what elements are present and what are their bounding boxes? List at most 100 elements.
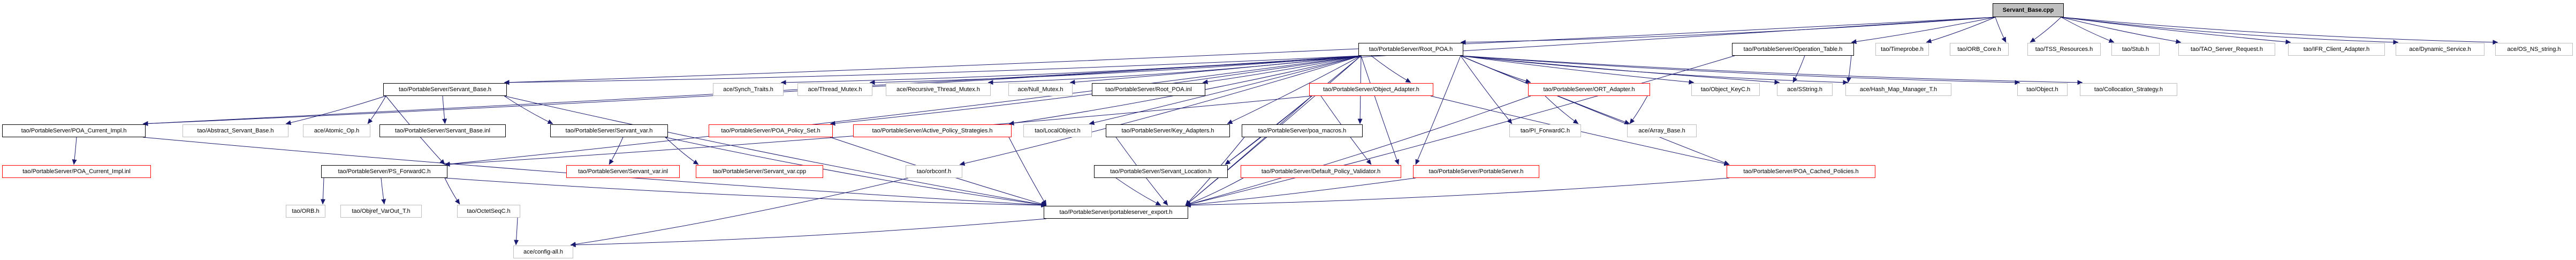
include-edge [504, 95, 1047, 207]
graph-node-servant-location-h[interactable]: tao/PortableServer/Servant_Location.h [1094, 165, 1228, 178]
include-edge [142, 17, 1996, 127]
graph-node-thread-mutex-h[interactable]: ace/Thread_Mutex.h [797, 83, 872, 96]
include-edge [2061, 17, 2115, 43]
include-edge [1846, 55, 1852, 83]
graph-node-ort-adapter-h[interactable]: tao/PortableServer/ORT_Adapter.h [1528, 83, 1650, 96]
graph-node-tss-resources-h[interactable]: tao/TSS_Resources.h [2027, 43, 2101, 56]
include-edge [2061, 17, 2291, 44]
graph-node-poa-cached-policies-h[interactable]: tao/PortableServer/POA_Cached_Policies.h [1727, 165, 1875, 178]
include-edge [444, 177, 460, 205]
graph-node-orb-core-h[interactable]: tao/ORB_Core.h [1950, 43, 2009, 56]
graph-node-orb-h[interactable]: tao/ORB.h [286, 205, 325, 218]
include-edge [1202, 55, 1362, 85]
graph-node-servant-base-h[interactable]: tao/PortableServer/Servant_Base.h [383, 83, 507, 96]
include-edge [1361, 55, 1400, 165]
include-edge [514, 217, 519, 246]
include-edge [1460, 55, 1513, 124]
graph-node-tao-server-request-h[interactable]: tao/TAO_Server_Request.h [2178, 43, 2275, 56]
include-edge [1185, 95, 1531, 206]
include-edge [504, 17, 1996, 85]
graph-node-servant-var-h[interactable]: tao/PortableServer/Servant_var.h [550, 124, 668, 137]
include-edge [1371, 55, 1411, 83]
graph-node-null-mutex-h[interactable]: ace/Null_Mutex.h [1008, 83, 1073, 96]
include-edge [444, 55, 1362, 167]
graph-node-ifr-client-adapter-h[interactable]: tao/IFR_Client_Adapter.h [2288, 43, 2385, 56]
graph-node-hash-map-manager-h[interactable]: ace/Hash_Map_Manager_T.h [1845, 83, 1951, 96]
graph-node-os-ns-string-h[interactable]: ace/OS_NS_string.h [2495, 43, 2573, 56]
graph-node-root-poa-inl[interactable]: tao/PortableServer/Root_POA.inl [1092, 83, 1205, 96]
graph-node-dynamic-service-h[interactable]: ace/Dynamic_Service.h [2396, 43, 2484, 56]
include-edge [1185, 95, 1312, 206]
include-edge [1069, 55, 1362, 85]
include-edge [570, 177, 909, 247]
graph-node-array-base-h[interactable]: ace/Array_Base.h [1627, 124, 1697, 137]
include-edge [1792, 55, 1805, 83]
include-edge [1089, 55, 1362, 125]
include-edge [1185, 177, 1416, 207]
graph-node-poa-macros-h[interactable]: tao/PortableServer/poa_macros.h [1242, 124, 1363, 137]
graph-node-config-all-h[interactable]: ace/config-all.h [513, 246, 573, 258]
include-edge [1460, 55, 2020, 85]
graph-node-atomic-op-h[interactable]: ace/Atomic_Op.h [303, 124, 370, 137]
graph-node-abstract-servant-base-h[interactable]: tao/Abstract_Servant_Base.h [183, 124, 288, 137]
include-edge [1545, 95, 1579, 124]
include-edge [285, 95, 386, 125]
include-edge [665, 137, 699, 165]
include-edge [2030, 17, 2062, 43]
graph-node-servant-base-inl[interactable]: tao/PortableServer/Servant_Base.inl [379, 124, 506, 137]
graph-node-collocation-strategy-h[interactable]: tao/Collocation_Strategy.h [2080, 83, 2177, 96]
include-edge [1995, 17, 2007, 43]
graph-node-synch-traits-h[interactable]: ace/Synch_Traits.h [713, 83, 784, 96]
include-edge [442, 95, 447, 124]
include-edge [609, 137, 624, 165]
include-edge [2061, 17, 2498, 45]
graph-node-active-policy-strategies-h[interactable]: tao/PortableServer/Active_Policy_Strateg… [853, 124, 1012, 137]
include-edge [72, 137, 77, 165]
include-edge [1185, 55, 1735, 207]
include-edge [1460, 55, 1730, 165]
graph-node-object-keyc-h[interactable]: tao/Object_KeyC.h [1691, 83, 1760, 96]
include-edge [1185, 177, 1730, 208]
graph-node-poa-current-impl-h[interactable]: tao/PortableServer/POA_Current_Impl.h [2, 124, 146, 137]
graph-node-servant-var-cpp[interactable]: tao/PortableServer/Servant_var.cpp [696, 165, 823, 178]
include-edge [381, 177, 386, 205]
graph-node-localobject-h[interactable]: tao/LocalObject.h [1023, 124, 1092, 137]
graph-node-poa-current-impl-inl[interactable]: tao/PortableServer/POA_Current_Impl.inl [2, 165, 151, 178]
include-edge [2061, 17, 2399, 45]
include-edge [869, 55, 1362, 85]
graph-node-octetseqc-h[interactable]: tao/OctetSeqC.h [457, 205, 520, 218]
graph-node-portableserver-h[interactable]: tao/PortableServer/PortableServer.h [1413, 165, 1539, 178]
include-edge [1008, 137, 1047, 206]
include-edge [1115, 177, 1161, 206]
include-edge [367, 95, 386, 124]
graph-node-object-h[interactable]: tao/Object.h [2017, 83, 2068, 96]
graph-node-poa-policy-set-h[interactable]: tao/PortableServer/POA_Policy_Set.h [709, 124, 833, 137]
graph-node-recursive-thread-mutex-h[interactable]: ace/Recursive_Thread_Mutex.h [886, 83, 991, 96]
graph-node-root-poa-h[interactable]: tao/PortableServer/Root_POA.h [1358, 43, 1463, 56]
graph-node-operation-table-h[interactable]: tao/PortableServer/Operation_Table.h [1732, 43, 1854, 56]
graph-node-servant-base-cpp[interactable]: Servant_Base.cpp [1993, 3, 2064, 17]
graph-node-default-policy-validator-h[interactable]: tao/PortableServer/Default_Policy_Valida… [1241, 165, 1401, 178]
graph-node-sstring-h[interactable]: ace/SString.h [1777, 83, 1833, 96]
include-edge [1460, 55, 2083, 85]
include-edge [1460, 17, 1996, 45]
include-edge [444, 177, 1047, 208]
graph-node-orbconf-h[interactable]: tao/orbconf.h [906, 165, 962, 178]
include-edge [1851, 17, 1996, 44]
graph-node-portableserver-export-h[interactable]: tao/PortableServer/portableserver_export… [1044, 206, 1188, 219]
graph-node-servant-var-inl[interactable]: tao/PortableServer/Servant_var.inl [566, 165, 680, 178]
graph-node-object-adapter-h[interactable]: tao/PortableServer/Object_Adapter.h [1309, 83, 1433, 96]
include-edge [959, 55, 1362, 166]
include-edge [1629, 95, 1648, 124]
graph-node-objref-varout-t-h[interactable]: tao/Objref_VarOut_T.h [340, 205, 422, 218]
graph-node-ps-forwardc-h[interactable]: tao/PortableServer/PS_ForwardC.h [321, 165, 447, 178]
graph-node-key-adapters-h[interactable]: tao/PortableServer/Key_Adapters.h [1106, 124, 1230, 137]
graph-node-pi-forwardc-h[interactable]: tao/PI_ForwardC.h [1509, 124, 1581, 137]
include-edge [1225, 55, 1362, 165]
include-edge [570, 218, 1047, 248]
graph-node-timeprobe-h[interactable]: tao/Timeprobe.h [1875, 43, 1929, 56]
graph-node-stub-h[interactable]: tao/Stub.h [2111, 43, 2160, 56]
include-edge [320, 177, 325, 205]
include-edge [1227, 55, 1362, 124]
